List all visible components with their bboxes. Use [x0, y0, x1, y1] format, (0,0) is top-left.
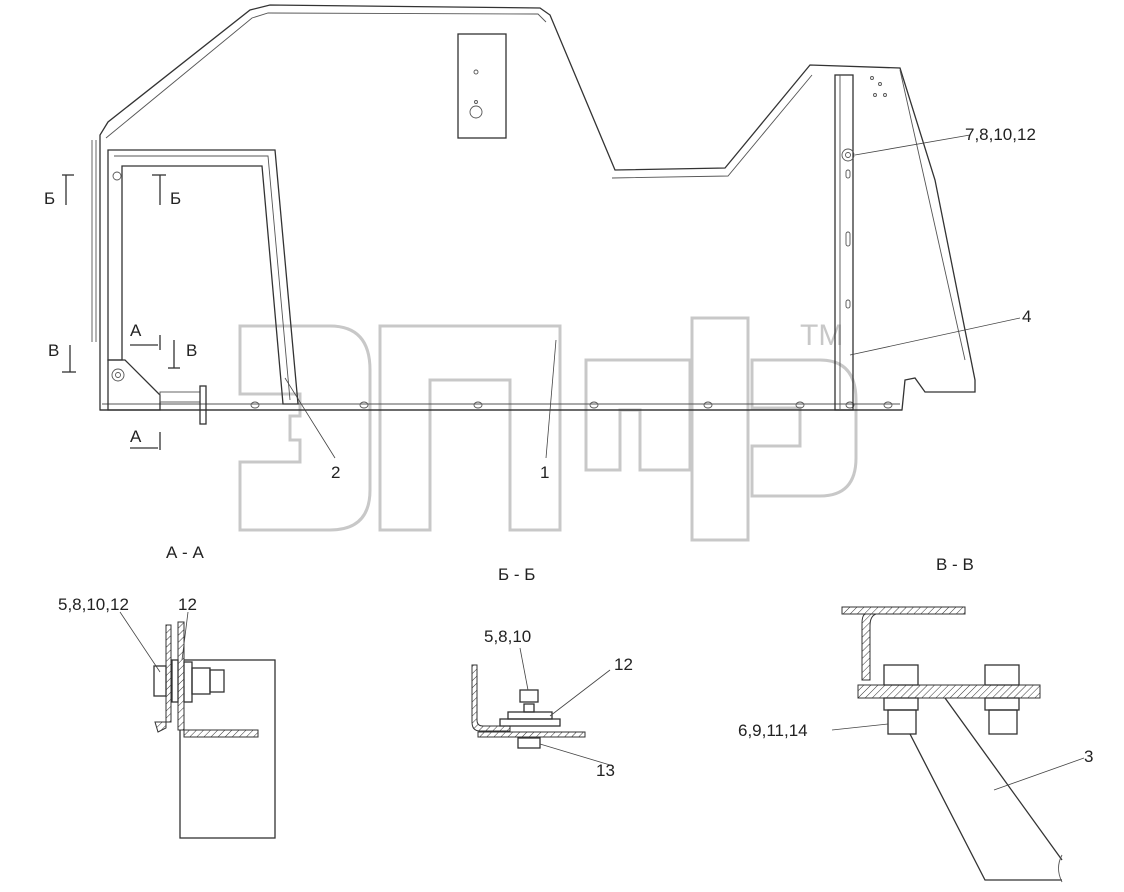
section-mark-b-left: Б — [44, 189, 55, 208]
callout-13: 13 — [596, 761, 615, 780]
callout-6-9-11-14: 6,9,11,14 — [738, 721, 808, 740]
section-title-vv: В - В — [936, 555, 974, 574]
left-frame — [107, 149, 299, 405]
section-aa: А - А 5,8,10,12 12 — [58, 543, 276, 839]
top-bracket-plate — [457, 33, 507, 139]
bottom-holes — [250, 401, 893, 409]
section-mark-a-bottom: А — [130, 427, 142, 446]
lower-left-bracket — [107, 359, 161, 411]
section-mark-v-right: В — [186, 341, 197, 360]
callout-5-8-10-12: 5,8,10,12 — [58, 595, 129, 614]
right-rail — [834, 69, 966, 411]
section-bb: Б - Б 5,8,10 12 13 — [471, 565, 633, 780]
section-mark-v-left: В — [48, 341, 59, 360]
watermark-trademark: TM — [800, 319, 843, 352]
callout-2: 2 — [331, 463, 340, 482]
section-mark-a-top: А — [130, 321, 142, 340]
section-vv: В - В 6,9,11,14 3 — [738, 555, 1093, 883]
section-title-bb: Б - Б — [498, 565, 535, 584]
callout-3: 3 — [1084, 747, 1093, 766]
main-view — [91, 4, 976, 425]
callout-5-8-10: 5,8,10 — [484, 627, 531, 646]
callout-1: 1 — [540, 463, 549, 482]
section-title-aa: А - А — [166, 543, 204, 562]
callout-12-bb: 12 — [614, 655, 633, 674]
callout-4: 4 — [1022, 307, 1031, 326]
section-mark-b-right: Б — [170, 189, 181, 208]
panel-outline — [99, 4, 976, 411]
callout-12-aa: 12 — [178, 595, 197, 614]
watermark-logo: TM — [238, 316, 858, 542]
section-markers: Б Б В В А А — [44, 174, 197, 450]
callout-7-8-10-12: 7,8,10,12 — [965, 125, 1036, 144]
main-callouts: 7,8,10,12 4 2 1 — [284, 125, 1036, 482]
